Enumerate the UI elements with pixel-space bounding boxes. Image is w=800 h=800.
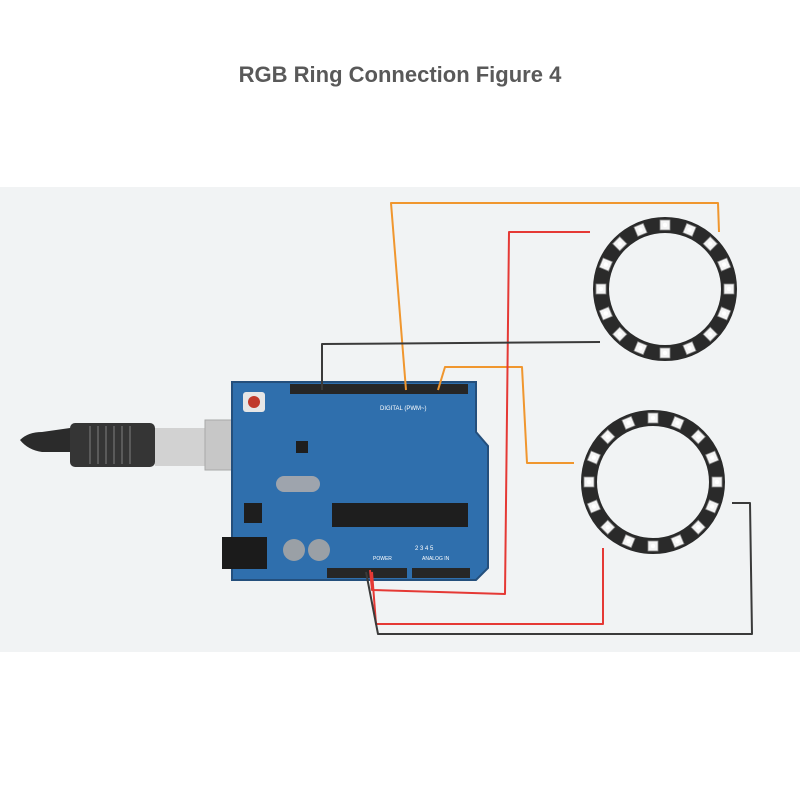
analog-header: [412, 568, 470, 578]
analog-label: ANALOG IN: [422, 556, 450, 562]
led-lens: [626, 538, 631, 544]
voltage-regulator: [244, 503, 262, 523]
led-lens: [709, 455, 715, 460]
led-lens: [687, 227, 692, 233]
data-wire-top-ring: [390, 202, 720, 391]
reset-button[interactable]: [248, 396, 260, 408]
usb-chip: [296, 441, 308, 453]
led-lens: [605, 525, 610, 530]
led-lens: [696, 525, 701, 530]
capacitor-1: [283, 539, 305, 561]
figure-title: RGB Ring Connection Figure 4: [238, 62, 562, 87]
led-lens: [626, 420, 631, 426]
power-wire-top-ring: [369, 231, 590, 595]
led-lens: [650, 543, 656, 549]
led-lens: [598, 286, 604, 292]
neopixel-ring-top: [593, 217, 737, 361]
led-lens: [617, 241, 622, 246]
led-lens: [721, 262, 727, 267]
power-label: POWER: [373, 556, 392, 562]
crystal: [276, 476, 320, 492]
power-wire-bottom-ring: [371, 548, 604, 625]
capacitor-2: [308, 539, 330, 561]
power-jack: [222, 537, 267, 569]
led-lens: [696, 434, 701, 439]
led-lens: [721, 311, 727, 316]
led-lens: [650, 415, 656, 421]
ground-wire-bottom-ring: [365, 502, 753, 635]
arduino-board: DIGITAL (PWM~) POWER ANALOG IN 2 3 4 5: [222, 381, 489, 581]
led-lens: [586, 479, 592, 485]
digital-label: DIGITAL (PWM~): [380, 406, 427, 412]
atmega-chip: [332, 503, 468, 527]
led-lens: [605, 434, 610, 439]
led-lens: [726, 286, 732, 292]
led-lens: [687, 345, 692, 351]
led-lens: [591, 455, 597, 460]
led-lens: [638, 345, 643, 351]
usb-cable: [20, 423, 210, 467]
led-lens: [708, 332, 713, 337]
led-lens: [617, 332, 622, 337]
neopixel-ring-bottom: [581, 410, 725, 554]
analog-pin-numbers: 2 3 4 5: [415, 546, 434, 552]
led-lens: [638, 227, 643, 233]
digital-header: [290, 384, 468, 394]
led-lens: [714, 479, 720, 485]
led-lens: [675, 538, 680, 544]
led-lens: [709, 504, 715, 509]
led-lens: [603, 311, 609, 316]
led-lens: [708, 241, 713, 246]
led-lens: [662, 350, 668, 356]
led-lens: [675, 420, 680, 426]
ground-wire-top-ring: [321, 341, 601, 390]
data-wire-bottom-ring: [437, 366, 574, 464]
led-lens: [603, 262, 609, 267]
led-lens: [662, 222, 668, 228]
led-lens: [591, 504, 597, 509]
